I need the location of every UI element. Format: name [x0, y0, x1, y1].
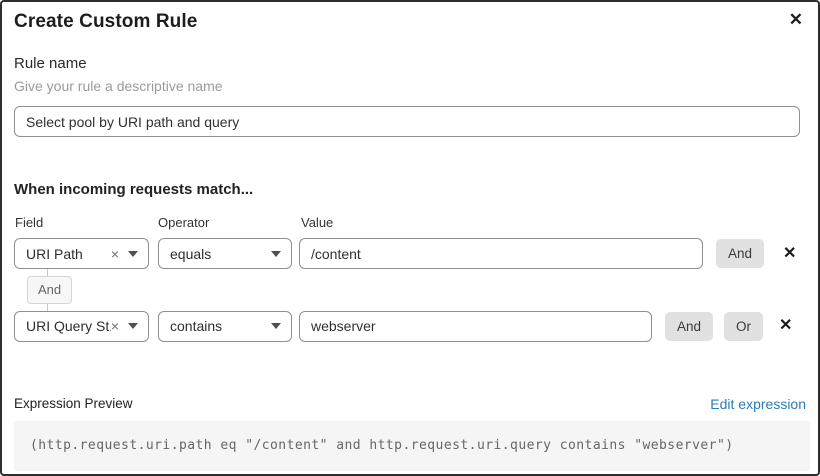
chevron-down-icon — [271, 323, 281, 330]
edit-expression-link[interactable]: Edit expression — [710, 395, 806, 412]
field-select[interactable]: URI Query St... × — [14, 310, 149, 342]
chevron-down-icon — [128, 323, 138, 330]
field-select[interactable]: URI Path × — [14, 238, 149, 269]
clear-icon[interactable]: × — [110, 318, 119, 335]
close-icon[interactable]: ✕ — [788, 10, 803, 29]
match-row-2: URI Query St... × contains And Or ✕ — [14, 310, 806, 342]
column-labels: Field Operator Value — [14, 215, 806, 230]
operator-select-value: equals — [170, 245, 212, 262]
operator-select[interactable]: contains — [158, 310, 292, 342]
value-input[interactable] — [299, 238, 703, 269]
clear-icon[interactable]: × — [110, 245, 119, 262]
operator-select-value: contains — [170, 318, 223, 335]
and-connector-badge: And — [27, 276, 73, 304]
delete-row-icon[interactable]: ✕ — [779, 317, 793, 335]
and-button[interactable]: And — [716, 239, 765, 268]
match-heading: When incoming requests match... — [14, 181, 254, 198]
row-connector: And — [14, 269, 806, 311]
expression-code-block: (http.request.uri.path eq "/content" and… — [14, 420, 810, 471]
field-column-label: Field — [15, 215, 44, 230]
match-row-1: URI Path × equals And ✕ — [14, 238, 806, 269]
value-input[interactable] — [299, 310, 652, 342]
operator-column-label: Operator — [158, 215, 210, 230]
or-button[interactable]: Or — [724, 311, 764, 341]
field-select-value: URI Query St... — [26, 318, 111, 335]
delete-row-icon[interactable]: ✕ — [783, 244, 797, 262]
and-button[interactable]: And — [665, 311, 714, 341]
rule-name-label: Rule name — [14, 55, 87, 72]
chevron-down-icon — [128, 250, 138, 257]
field-select-value: URI Path — [26, 245, 83, 262]
expression-code: (http.request.uri.path eq "/content" and… — [30, 438, 734, 454]
connector-line — [47, 303, 48, 311]
rule-name-help-text: Give your rule a descriptive name — [14, 78, 223, 94]
dialog-title: Create Custom Rule — [14, 11, 198, 32]
expression-preview-bar: Expression Preview Edit expression — [14, 396, 806, 412]
expression-preview-label: Expression Preview — [14, 396, 133, 412]
rule-name-input[interactable] — [14, 106, 800, 137]
chevron-down-icon — [271, 250, 281, 257]
value-column-label: Value — [301, 215, 334, 230]
connector-line — [47, 269, 48, 276]
operator-select[interactable]: equals — [158, 238, 292, 269]
